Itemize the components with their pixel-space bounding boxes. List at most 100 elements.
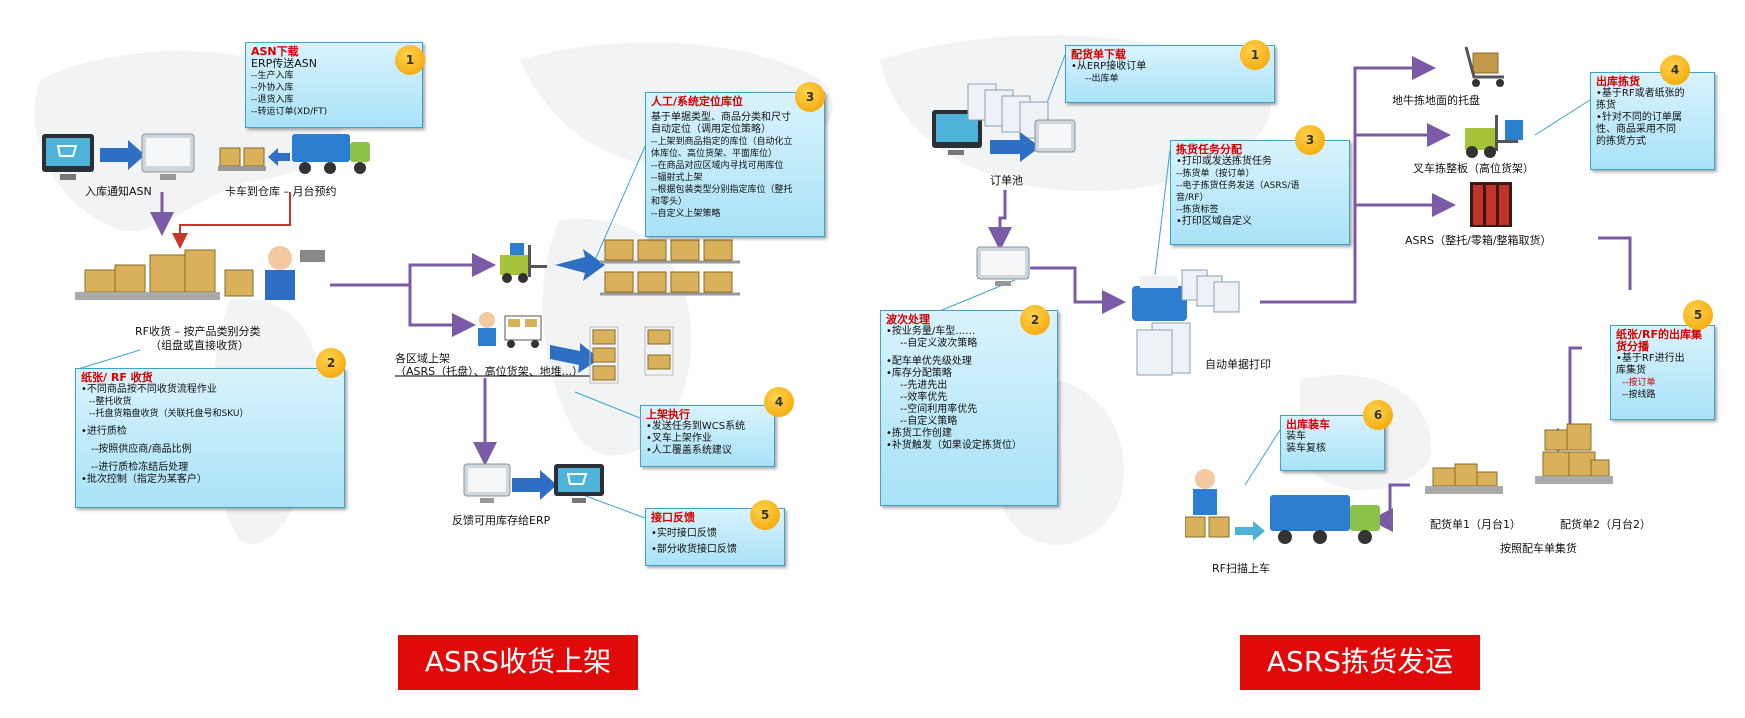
callout-line: --上架到商品指定的库位（自动化立	[651, 137, 793, 147]
order-pool-label: 订单池	[990, 174, 1023, 187]
callout-line: 库集货	[1616, 365, 1646, 376]
callout-title: 接口反馈	[651, 511, 695, 524]
rf-load-label: RF扫描上车	[1212, 562, 1270, 575]
computer-icon	[141, 133, 195, 180]
callout-line: --自定义策略	[900, 416, 958, 427]
callout-line: --辐射式上架	[651, 173, 703, 183]
blue-arrow-icon	[512, 470, 557, 500]
pallets-icon	[218, 147, 266, 171]
step-badge: 5	[750, 500, 780, 530]
order2-pallet-icon	[1535, 423, 1613, 484]
callout-title: 纸张/RF的出库集货分播	[1616, 328, 1703, 353]
forklift-icon	[1465, 115, 1523, 158]
callout-line: •发送任务到WCS系统	[646, 421, 746, 432]
step-badge: 4	[1660, 55, 1690, 85]
computer-cart-icon	[554, 464, 604, 503]
callout-line: 基于单据类型、商品分类和尺寸	[651, 112, 791, 123]
blue-arrow-icon	[100, 140, 145, 170]
order1-pallet-icon	[1425, 463, 1503, 494]
computer-icon	[976, 246, 1030, 286]
callout-line: •部分收货接口反馈	[651, 544, 737, 555]
rack-grid-icon	[589, 326, 674, 384]
callout-line: •拣货工作创建	[886, 428, 952, 439]
callout-line: --先进先出	[900, 380, 948, 391]
step-badge: 1	[395, 45, 425, 75]
callout-line: --按订单	[1622, 378, 1656, 388]
consolidate-label: 按照配车单集货	[1500, 542, 1577, 555]
callout-line: •批次控制（指定为某客户）	[81, 474, 207, 485]
callout-line: 自动定位（调用定位策略）	[651, 124, 771, 135]
computer-icon	[463, 463, 511, 503]
callout-title: 纸张/ RF 收货	[81, 371, 153, 384]
callout-outbound-sorting: 纸张/RF的出库集货分播 •基于RF进行出 库集货 --按订单 --按线路	[1610, 325, 1715, 420]
forklift-icon	[500, 243, 547, 283]
worker-cart-icon	[478, 312, 542, 348]
pallet-jack-icon	[1464, 46, 1504, 87]
callout-line: 性、商品采用不同	[1596, 124, 1676, 135]
blue-arrow-icon	[550, 343, 600, 373]
rf-receipt-label-1: RF收货 – 按产品类别分类	[135, 325, 261, 338]
callout-title: 波次处理	[886, 313, 930, 326]
rf-receiving-icon	[75, 246, 325, 300]
step-badge: 5	[1683, 300, 1713, 330]
rf-receipt-label-2: （组盘或直接收货）	[150, 339, 249, 352]
callout-line: •打印或发送拣货任务	[1176, 156, 1272, 167]
callout-line: --根据包装类型分别指定库位（整托	[651, 185, 793, 195]
forklift-pick-label: 叉车拣整板（高位货架）	[1413, 162, 1534, 175]
order2-label: 配货单2（月台2）	[1560, 518, 1651, 531]
step-badge: 4	[764, 387, 794, 417]
callout-line: --自定义波次策略	[900, 338, 978, 349]
callout-line: 装车	[1286, 431, 1306, 442]
callout-line: --按线路	[1622, 390, 1656, 400]
order1-label: 配货单1（月台1）	[1430, 518, 1521, 531]
step-badge: 3	[1295, 125, 1325, 155]
callout-putaway-exec: 上架执行 •发送任务到WCS系统 •叉车上架作业 •人工覆盖系统建议	[640, 405, 775, 467]
callout-line: --拣货标签	[1176, 205, 1219, 215]
floor-pick-label: 地牛拣地面的托盘	[1392, 94, 1480, 107]
callout-line: •从ERP接收订单	[1071, 61, 1147, 72]
callout-title: 出库装车	[1286, 418, 1330, 431]
callout-outbound-picking: 出库拣货 •基于RF或者纸张的 拣货 •针对不同的订单属 性、商品采用不同 的拣…	[1590, 72, 1715, 170]
asrs-rack-photo	[1470, 182, 1512, 227]
callout-line: --外协入库	[251, 83, 294, 93]
callout-line: •叉车上架作业	[646, 433, 712, 444]
back-arrow-icon	[268, 148, 290, 166]
callout-line: --退货入库	[251, 95, 294, 105]
callout-line: 装车复核	[1286, 443, 1326, 454]
callout-line: --电子拣货任务发送（ASRS/语	[1176, 181, 1300, 191]
callout-line: ERP传送ASN	[251, 57, 317, 70]
callout-line: •按业务量/车型……	[886, 326, 976, 337]
callout-title: 拣货任务分配	[1176, 143, 1242, 156]
callout-line: •打印区域自定义	[1176, 216, 1252, 227]
callout-line: 体库位、高位货架、平面库位）	[651, 149, 778, 159]
feedback-label: 反馈可用库存给ERP	[452, 514, 551, 527]
callout-line: --进行质检冻结后处理	[91, 462, 189, 473]
zone-putaway-label-1: 各区域上架	[395, 352, 450, 365]
callout-line: 拣货	[1596, 100, 1616, 111]
callout-line: •补货触发（如果设定拣货位）	[886, 440, 1022, 451]
shelving-grid-icon	[600, 239, 740, 296]
callout-line: --转运订单(XD/FT)	[251, 107, 328, 117]
callout-line: --空间利用率优先	[900, 404, 978, 415]
callout-line: --在商品对应区域内寻找可用库位	[651, 161, 784, 171]
callout-line: --拣货单（按订单）	[1176, 169, 1255, 179]
callout-line: --按照供应商/商品比例	[91, 444, 192, 455]
order-pool-icon	[932, 83, 1076, 162]
right-banner: ASRS拣货发运	[1240, 635, 1480, 690]
callout-line: •进行质检	[81, 426, 127, 437]
callout-title: 配货单下载	[1071, 48, 1126, 61]
callout-line: 的拣货方式	[1596, 136, 1646, 147]
callout-pick-task-assign: 拣货任务分配 •打印或发送拣货任务 --拣货单（按订单） --电子拣货任务发送（…	[1170, 140, 1350, 245]
callout-line: --生产入库	[251, 71, 294, 81]
rf-loading-icon	[1185, 469, 1380, 544]
printer-icon	[1132, 269, 1240, 376]
callout-line: 音/RF）	[1176, 193, 1209, 203]
callout-line: --出库单	[1085, 74, 1119, 84]
asrs-pick-label: ASRS（整托/零箱/整箱取货）	[1405, 234, 1552, 247]
callout-title: 人工/系统定位库位	[651, 95, 744, 108]
step-badge: 6	[1363, 400, 1393, 430]
callout-title: 出库拣货	[1596, 75, 1640, 88]
callout-line: •人工覆盖系统建议	[646, 445, 732, 456]
auto-print-label: 自动单据打印	[1205, 358, 1271, 371]
callout-line: 和零头）	[651, 197, 688, 207]
